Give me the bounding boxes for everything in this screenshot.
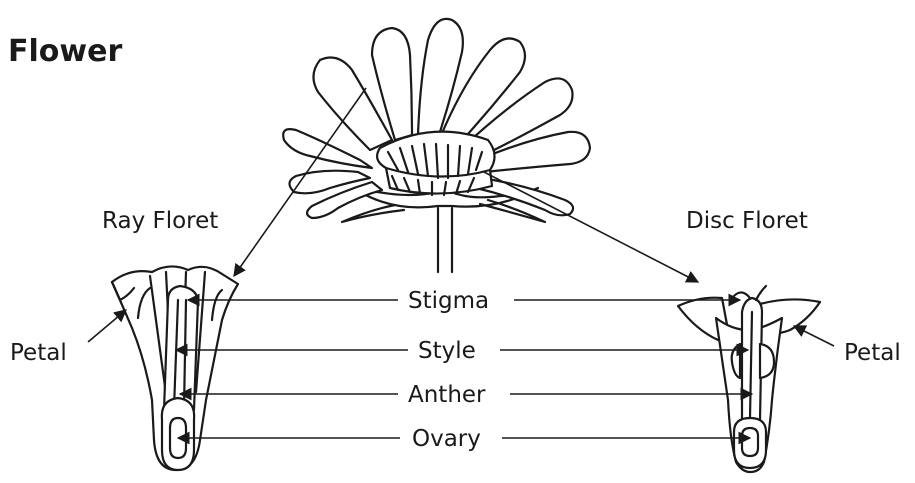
petal-right-arrow	[794, 326, 834, 346]
ray-floret-label: Ray Floret	[102, 208, 218, 234]
flower-head-illustration	[283, 19, 590, 272]
disc-floret-illustration	[678, 286, 820, 472]
stigma-label: Stigma	[408, 288, 489, 314]
ovary-label: Ovary	[412, 426, 481, 452]
disc-floret-pointer-arrow	[484, 172, 698, 282]
petal-label-left: Petal	[10, 340, 67, 366]
petal-label-right: Petal	[844, 340, 901, 366]
petal-left-arrow	[88, 310, 126, 342]
anther-label: Anther	[408, 382, 486, 408]
style-label: Style	[418, 338, 476, 364]
disc-floret-label: Disc Floret	[686, 208, 808, 234]
ray-floret-illustration	[112, 266, 238, 470]
